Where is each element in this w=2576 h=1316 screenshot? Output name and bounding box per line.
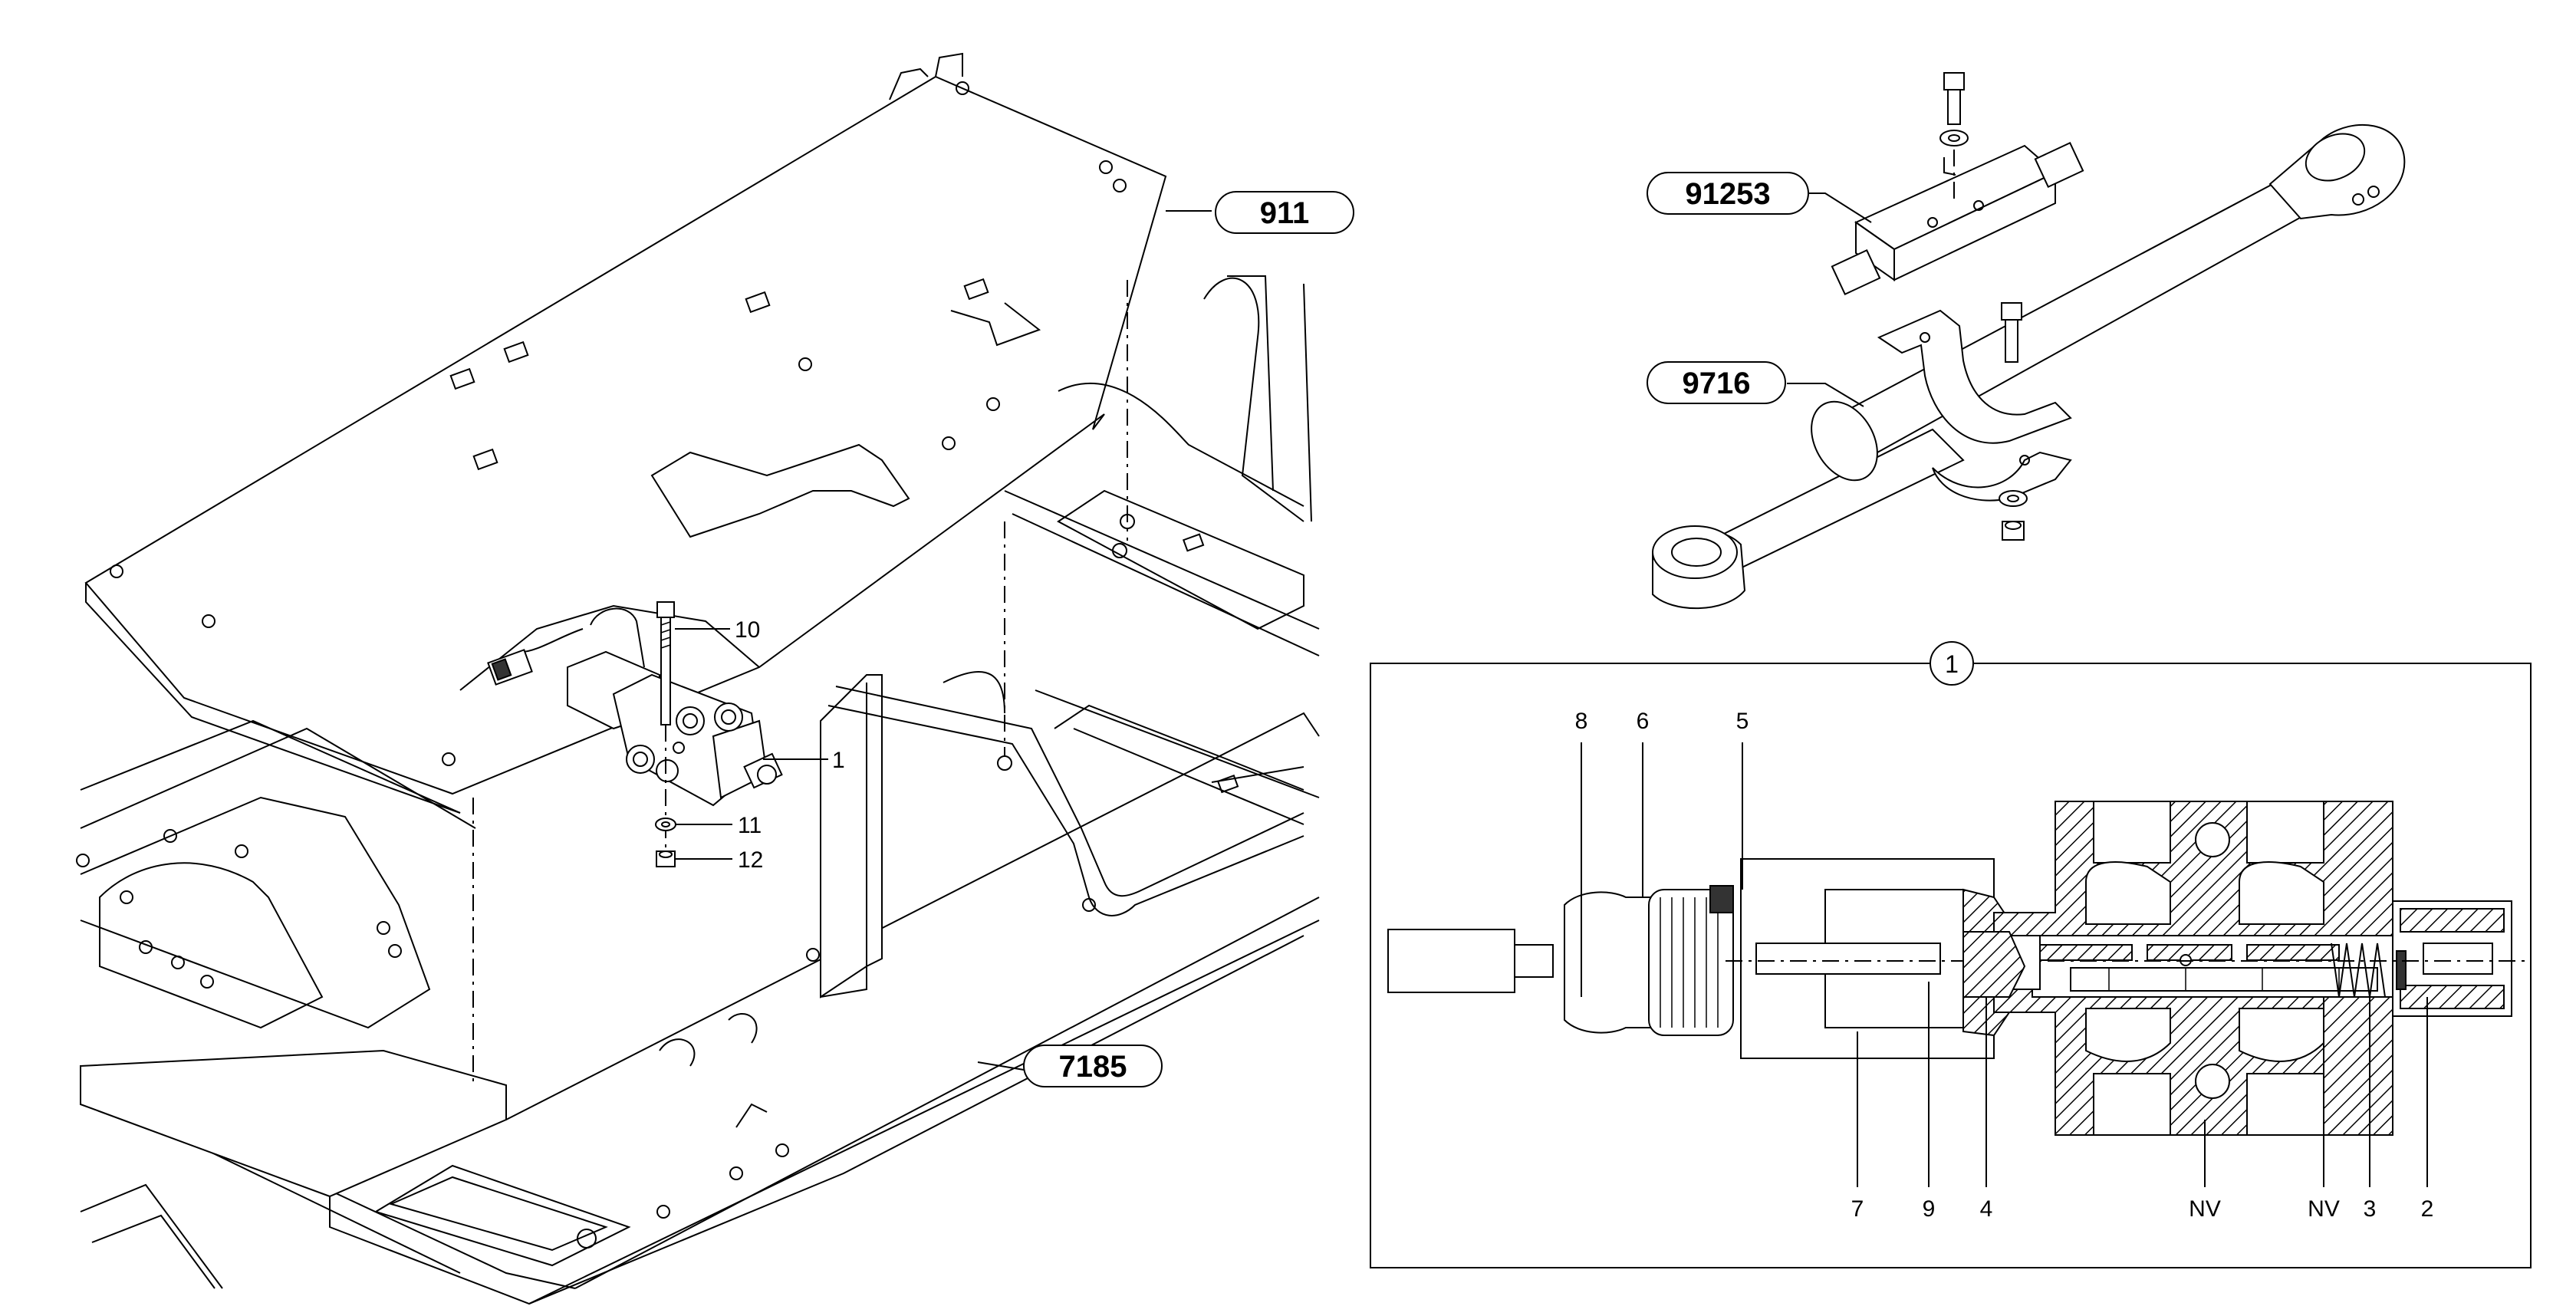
callout-91253[interactable]: 91253	[1685, 177, 1770, 211]
valve-block	[487, 607, 783, 807]
callout-7185[interactable]: 7185	[1059, 1050, 1127, 1084]
label-6: 6	[1637, 709, 1650, 734]
label-2: 2	[2421, 1196, 2434, 1222]
support-bracket	[820, 514, 1304, 999]
detail-section-view: 1	[1370, 641, 2532, 1268]
callout-911-frame[interactable]	[1215, 191, 1354, 234]
label-9: 9	[1923, 1196, 1936, 1222]
lower-frame	[76, 275, 1320, 1305]
label-11: 11	[738, 813, 762, 838]
chassis-assembly-view: 10 1 11 12 911 7185	[76, 52, 1354, 1305]
label-7: 7	[1851, 1196, 1864, 1222]
frame-holes	[76, 829, 1096, 1249]
label-3: 3	[2364, 1196, 2377, 1222]
label-8: 8	[1575, 709, 1588, 734]
label-nv-2: NV	[2308, 1196, 2340, 1222]
label-nv-1: NV	[2189, 1196, 2221, 1222]
callout-9716-frame[interactable]	[1647, 361, 1786, 404]
bolt-washer-nut	[655, 601, 676, 867]
callout-9716[interactable]: 9716	[1683, 367, 1751, 400]
label-5: 5	[1736, 709, 1749, 734]
callout-7185-frame[interactable]	[1023, 1045, 1163, 1087]
coil-ribs	[1660, 897, 1719, 1028]
callout-91253-frame[interactable]	[1647, 172, 1809, 215]
floor-plate	[84, 52, 1167, 814]
clamp	[1877, 309, 2072, 502]
callout-911[interactable]: 911	[1260, 196, 1310, 230]
label-4: 4	[1980, 1196, 1993, 1222]
cylinder-assembly-view: 91253 9716	[1647, 72, 2406, 610]
detail-marker-label: 1	[1945, 650, 1959, 678]
label-1-left: 1	[832, 748, 845, 773]
label-10: 10	[735, 617, 760, 643]
plate-holes	[110, 81, 1127, 766]
detail-marker[interactable]	[1930, 641, 1974, 686]
spring	[2331, 943, 2386, 998]
plate-slots	[449, 278, 989, 471]
label-12: 12	[738, 847, 763, 873]
valve-91253	[1831, 141, 2084, 296]
